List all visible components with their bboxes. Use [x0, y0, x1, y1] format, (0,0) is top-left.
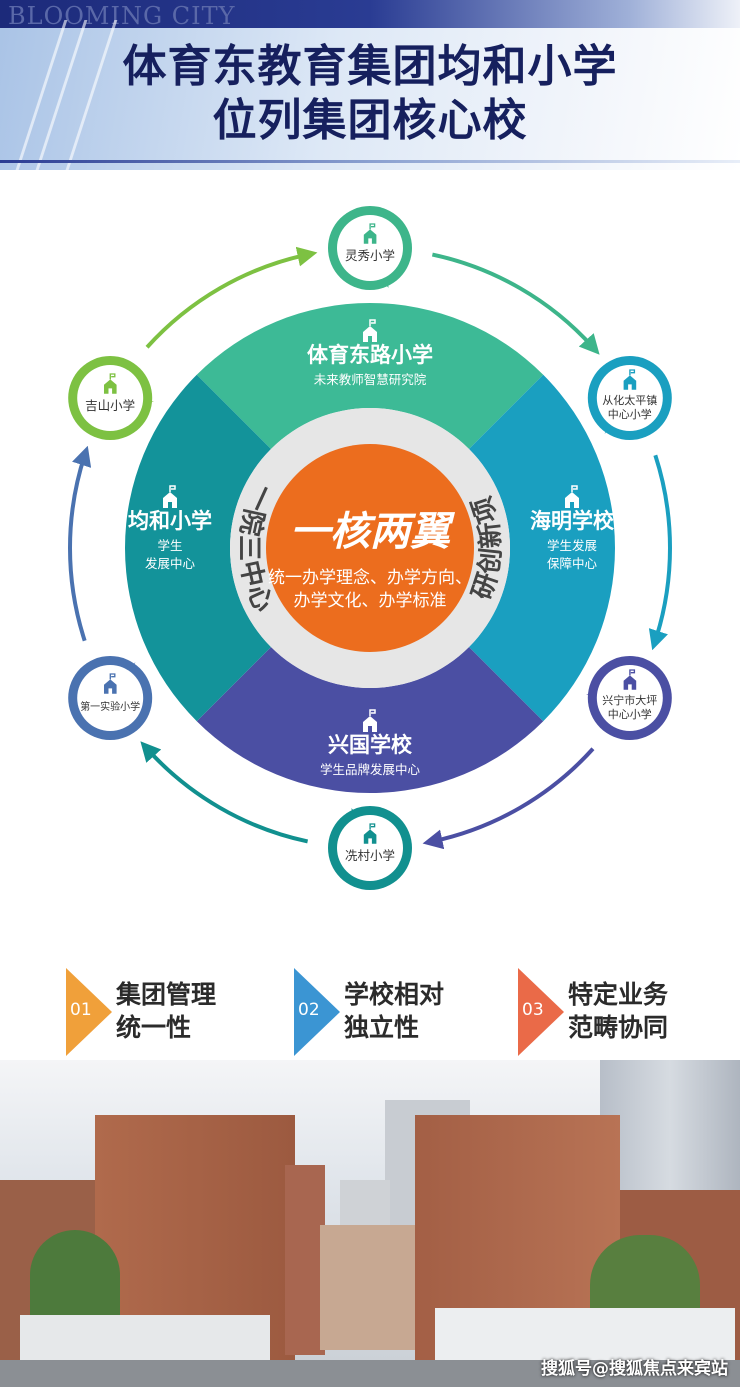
quadrant-school-role: 保障中心: [547, 556, 598, 571]
flow-arrow: [68, 445, 92, 642]
school-icon: [363, 823, 377, 844]
flow-arrow: [648, 454, 672, 651]
flow-arrow: [140, 741, 309, 844]
header-banner: BLOOMING CITY 体育东教育集团均和小学 位列集团核心校: [0, 0, 740, 170]
school-icon: [163, 485, 177, 508]
school-icon: [363, 319, 377, 342]
school-icon: [363, 223, 377, 244]
watermark: 搜狐号@搜狐焦点来宾站: [541, 1359, 728, 1379]
core-desc-1: 统一办学理念、办学方向、: [268, 567, 472, 588]
school-icon: [623, 669, 637, 690]
principle-line2: 范畴协同: [568, 1013, 669, 1042]
brand-text: BLOOMING CITY: [8, 2, 236, 30]
quadrant-school-role: 发展中心: [145, 556, 196, 571]
principle-number: 03: [522, 1000, 544, 1020]
arrow-badge-icon: [518, 968, 564, 1056]
quadrant-school-role: 学生品牌发展中心: [320, 762, 421, 777]
quadrant-school-role: 学生: [157, 538, 182, 553]
core-circle: [266, 444, 474, 652]
member-school-node: 冼村小学: [328, 806, 412, 890]
quadrant-school-name: 海明学校: [530, 509, 615, 533]
flow-arrow: [145, 246, 318, 349]
quadrant-school-role: 未来教师智慧研究院: [314, 372, 427, 387]
title-line-1: 体育东教育集团均和小学: [122, 41, 618, 92]
school-photo: 搜狐号@搜狐焦点来宾站: [0, 1060, 740, 1387]
brand-band: [0, 0, 740, 28]
member-school-name: 冼村小学: [345, 848, 395, 863]
quadrant-school-role: 学生发展: [547, 538, 597, 553]
quadrant-sector: [196, 303, 544, 450]
group-diagram: 一院三中心 联研创新项目 一核两翼 统一办学理念、办学方向、 办学文化、办学标准…: [0, 170, 672, 890]
principle-line2: 统一性: [116, 1013, 192, 1042]
title-line-2: 位列集团核心校: [212, 95, 528, 146]
member-school-node: 吉山小学: [68, 356, 155, 440]
principle-number: 02: [298, 1000, 320, 1020]
quadrant-sector: [468, 374, 615, 722]
page-title: 体育东教育集团均和小学 位列集团核心校: [0, 40, 740, 148]
principle-3: 03 特定业务范畴协同: [518, 968, 718, 1058]
school-icon: [103, 373, 117, 394]
principles-row: 01 集团管理统一性 02 学校相对独立性 03 特定业务范畴协同: [0, 968, 740, 1058]
principle-line1: 特定业务: [568, 980, 669, 1009]
principle-line2: 独立性: [344, 1013, 420, 1042]
quadrant-school-name: 兴国学校: [328, 733, 413, 757]
flow-arrow: [431, 252, 600, 355]
flow-arrow: [422, 747, 595, 850]
member-school-name: 兴宁市大坪: [602, 693, 657, 707]
school-icon: [623, 369, 637, 390]
principle-1: 01 集团管理统一性: [66, 968, 266, 1058]
arrow-badge-icon: [294, 968, 340, 1056]
member-school-name: 灵秀小学: [345, 248, 395, 263]
core-title: 一核两翼: [290, 509, 456, 555]
arrow-badge-icon: [66, 968, 112, 1056]
school-icon: [565, 485, 579, 508]
member-school-name: 从化太平镇: [602, 393, 657, 407]
divider: [0, 160, 740, 163]
member-school-name-line2: 中心小学: [608, 407, 652, 421]
quadrant-school-name: 体育东路小学: [307, 343, 433, 367]
school-icon: [363, 709, 377, 732]
core-desc-2: 办学文化、办学标准: [294, 591, 447, 611]
principle-2: 02 学校相对独立性: [294, 968, 494, 1058]
member-school-node: 第一实验小学: [68, 656, 153, 740]
quadrant-sector: [125, 374, 272, 722]
member-school-node: 灵秀小学: [328, 206, 412, 290]
quadrant-school-name: 均和小学: [128, 509, 212, 533]
member-school-name: 第一实验小学: [80, 700, 140, 713]
member-school-name-line2: 中心小学: [608, 707, 652, 721]
principle-number: 01: [70, 1000, 92, 1020]
principle-line1: 学校相对: [344, 980, 445, 1009]
principle-line1: 集团管理: [116, 980, 217, 1009]
school-icon: [103, 673, 117, 694]
member-school-name: 吉山小学: [85, 398, 135, 413]
